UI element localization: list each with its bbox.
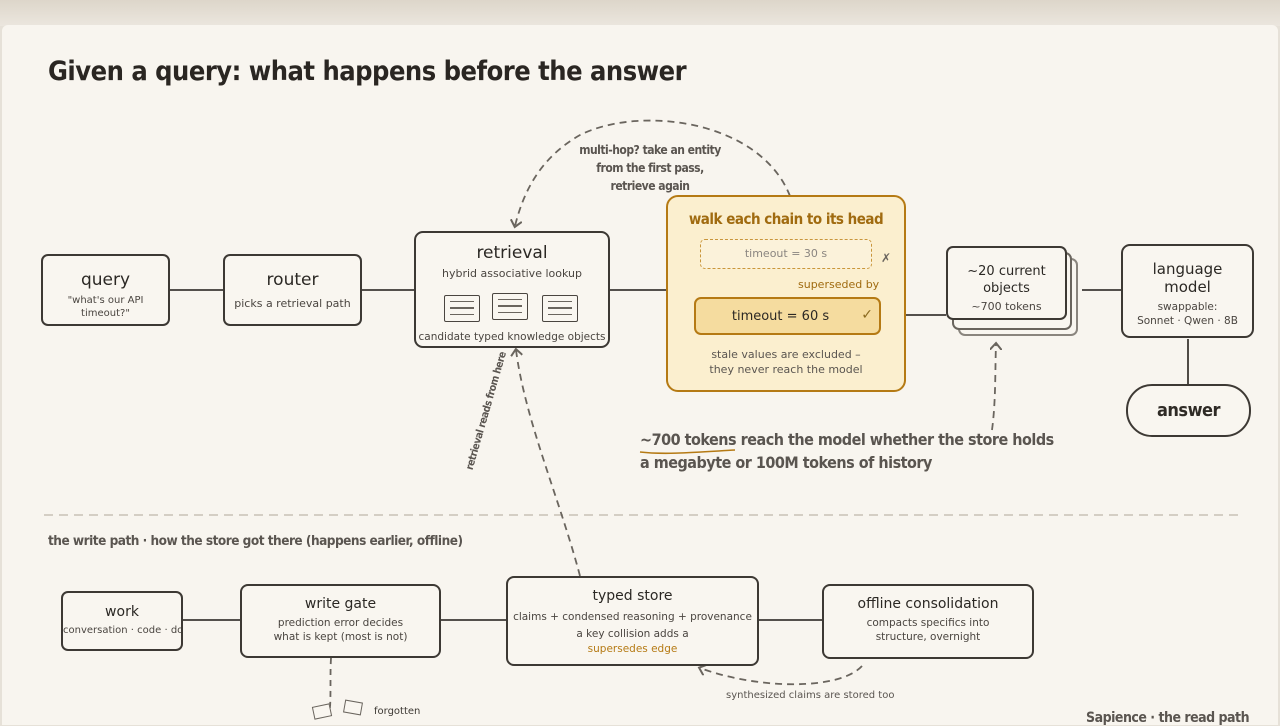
typed-store-sub: claims + condensed reasoning + provenanc…: [508, 604, 757, 656]
edge-tokens-note-objects: [992, 344, 996, 431]
edge-store-retrieval: [516, 350, 581, 577]
typed-store-title: typed store: [592, 588, 673, 604]
knowledge-object-icon: [444, 295, 480, 322]
router-node: router picks a retrieval path: [223, 254, 362, 326]
write-gate-sub: prediction error decides what is kept (m…: [273, 617, 408, 643]
knowledge-object-icon: [492, 293, 528, 320]
multihop-note: multi-hop? take an entity from the first…: [579, 143, 721, 193]
language-model-title: language model: [1152, 260, 1223, 296]
retrieval-title: retrieval: [476, 243, 548, 263]
current-value: timeout = 60 s: [731, 309, 830, 324]
router-title: router: [266, 270, 319, 290]
superseded-label: superseded by: [798, 278, 880, 291]
page-title: Given a query: what happens before the a…: [48, 56, 687, 87]
tokens-underline: [639, 449, 736, 455]
check-icon: ✓: [861, 307, 873, 323]
write-gate-title: write gate: [304, 596, 377, 612]
head-walk-title: walk each chain to its head: [688, 210, 884, 228]
head-walk-panel: walk each chain to its head timeout = 30…: [666, 195, 906, 392]
write-path-heading: the write path · how the store got there…: [48, 533, 463, 549]
query-title: query: [80, 270, 131, 290]
stale-mark: ✗: [881, 251, 892, 265]
retrieval-sub: hybrid associative lookup: [442, 267, 582, 280]
edge-consolidation-store: [700, 666, 863, 686]
offline-consolidation-node: offline consolidation compacts specifics…: [822, 584, 1034, 659]
offline-consolidation-sub: compacts specifics into structure, overn…: [866, 617, 990, 643]
language-model-sub: swappable: Sonnet · Qwen · 8B: [1137, 301, 1238, 327]
offline-consolidation-title: offline consolidation: [857, 596, 999, 612]
current-objects-node: ~20 current objects ~700 tokens: [946, 246, 1067, 320]
work-node: work conversation · code · docs: [61, 591, 183, 651]
head-walk-note: stale values are excluded – they never r…: [709, 348, 863, 376]
synth-note: synthesized claims are stored too: [726, 690, 895, 701]
current-objects-title: ~20 current objects: [967, 264, 1046, 296]
edge-gate-forgotten: [329, 657, 332, 709]
footer-label: Sapience · the read path: [1086, 710, 1250, 726]
current-value-box: timeout = 60 s ✓: [694, 297, 881, 335]
write-gate-node: write gate prediction error decides what…: [240, 584, 441, 658]
answer-node: answer: [1126, 384, 1251, 437]
window-top-bar: [0, 0, 1280, 26]
retrieval-caption: candidate typed knowledge objects: [418, 331, 606, 343]
query-node: query "what's our API timeout?": [41, 254, 170, 326]
query-sub: "what's our API timeout?": [67, 295, 144, 319]
retrieval-node: retrieval hybrid associative lookup cand…: [414, 231, 610, 348]
edge-multihop-loop: [515, 119, 791, 226]
stale-value: timeout = 30 s: [744, 247, 828, 260]
work-title: work: [105, 604, 139, 620]
router-sub: picks a retrieval path: [234, 297, 351, 310]
stale-value-box: timeout = 30 s: [700, 239, 872, 269]
typed-store-node: typed store claims + condensed reasoning…: [506, 576, 759, 666]
knowledge-object-icon: [542, 295, 578, 322]
language-model-node: language model swappable: Sonnet · Qwen …: [1121, 244, 1254, 338]
answer-label: answer: [1156, 400, 1221, 421]
tokens-note: ~700 tokens reach the model whether the …: [640, 430, 1054, 472]
current-objects-sub: ~700 tokens: [971, 300, 1042, 313]
work-sub: conversation · code · docs: [63, 625, 183, 636]
forgotten-label: forgotten: [374, 706, 421, 717]
supersedes-edge-label: supersedes edge: [587, 643, 678, 655]
